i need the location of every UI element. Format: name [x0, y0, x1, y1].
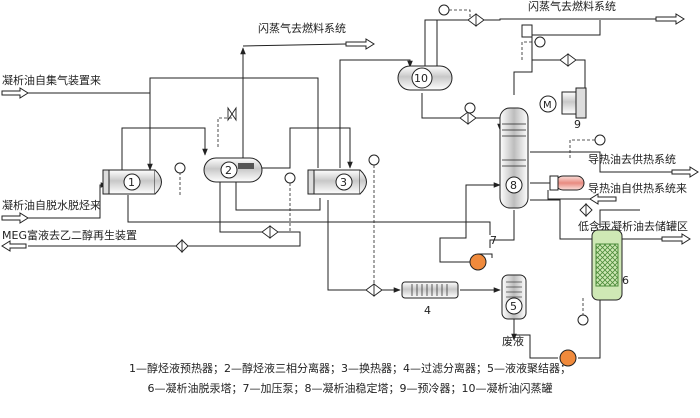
filter-4: 4 [401, 281, 459, 317]
stabilizer-column-8: 8 [499, 107, 529, 209]
pump-feed [559, 349, 577, 367]
tag-8: 8 [510, 179, 517, 192]
tag-1: 1 [128, 176, 135, 189]
stream-arrows [1, 13, 699, 252]
exchanger-3: 3 [307, 169, 367, 195]
stream-from-gas-gathering: 凝析油自集气装置来 [2, 73, 101, 87]
tag-10: 10 [414, 72, 428, 85]
stream-from-dehydration: 凝析油自脱水脱烃来 [2, 198, 101, 212]
tag-2: 2 [225, 164, 232, 177]
pipes [28, 9, 672, 359]
tag-9: 9 [574, 118, 581, 131]
mercury-removal-column-6: 6 [591, 229, 629, 301]
tag-5: 5 [510, 300, 517, 313]
instrument-bubbles [174, 4, 606, 326]
stream-heat-oil-in: 导热油自供热系统来 [588, 181, 687, 195]
preheater-1: 1 [102, 169, 162, 195]
stream-heat-oil-out: 导热油去供热系统 [588, 152, 676, 166]
stream-flash-gas-top: 闪蒸气去燃料系统 [528, 0, 616, 13]
flash-drum-10: 10 [397, 65, 453, 91]
tag-3: 3 [340, 176, 347, 189]
precooler-9: M 9 [539, 87, 587, 131]
legend-line-1: 1—醇烃液预热器；2—醇烃液三相分离器；3—换热器；4—过滤分离器；5—液液聚结… [129, 361, 571, 375]
tag-4: 4 [424, 304, 431, 317]
coalescer-5: 5 [501, 274, 527, 320]
control-valves [175, 13, 593, 297]
tag-7: 7 [490, 234, 497, 247]
separator-2: 2 [203, 157, 263, 190]
stream-flash-gas-mid: 闪蒸气去燃料系统 [258, 21, 346, 35]
tag-6: 6 [622, 274, 629, 287]
stream-meg-to-regeneration: MEG富液去乙二醇再生装置 [2, 228, 137, 242]
reboiler [549, 175, 585, 191]
motor-label: M [543, 100, 552, 111]
stream-waste-liquid: 废液 [502, 334, 524, 348]
legend-line-2: 6—凝析油脱汞塔；7—加压泵；8—凝析油稳定塔；9—预冷器；10—凝析油闪蒸罐 [148, 381, 553, 395]
pump-7: 7 [469, 234, 497, 271]
